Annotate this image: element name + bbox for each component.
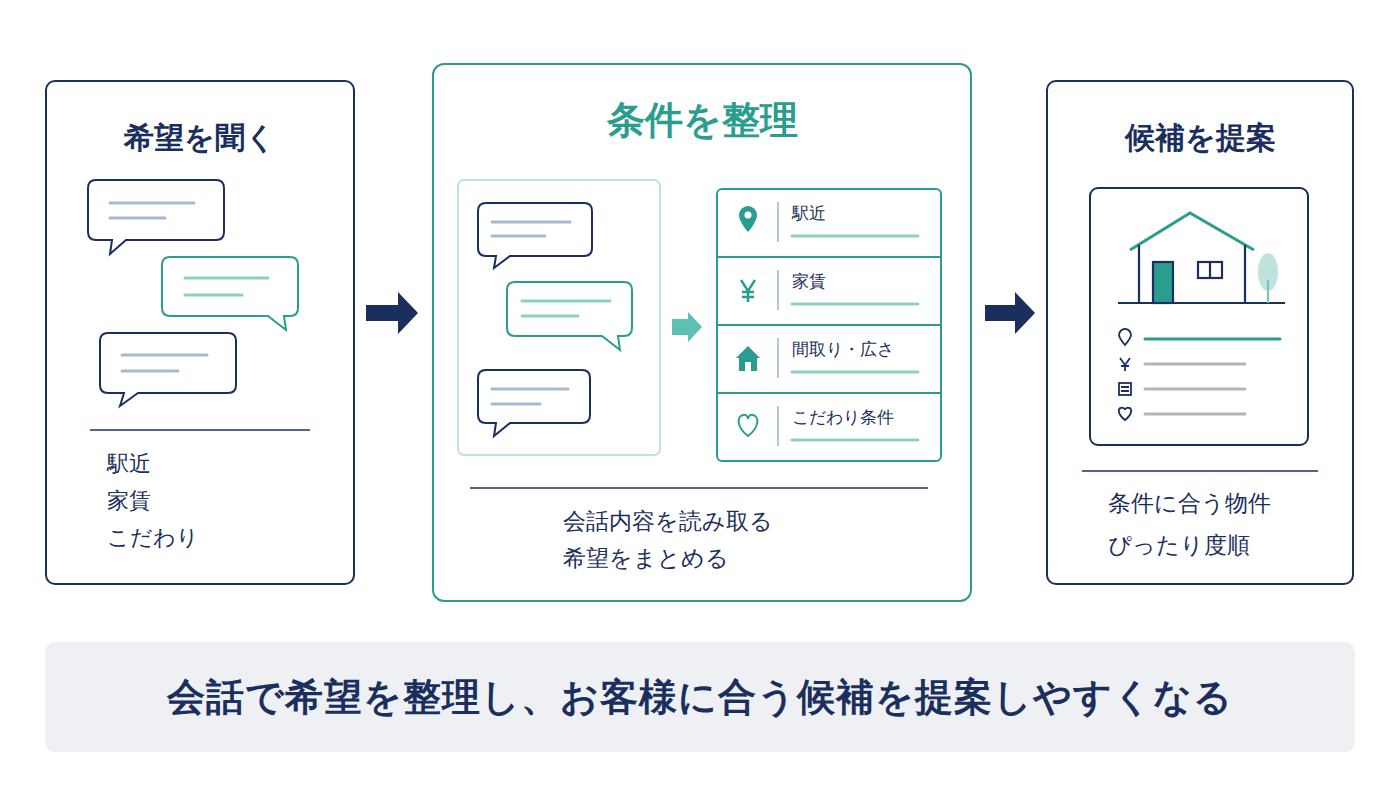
panel-title: 条件を整理 [434,96,970,145]
conversation-frame [458,180,660,455]
small-arrow [672,312,702,342]
chat-bubbles [88,180,298,406]
row-icons [736,206,760,436]
step-panel: 候補を提案条件に合う物件ぴったり度順 [1046,80,1354,585]
separator [1082,470,1318,472]
summary-band: 会話で希望を整理し、お客様に合う候補を提案しやすくなる [45,642,1355,752]
panel-title: 候補を提案 [1048,118,1352,157]
note-text: ぴったり度順 [1108,530,1250,560]
house-illustration [1118,213,1285,303]
condition-row: 間取り・広さ [716,324,942,394]
card-icons [1119,329,1131,420]
condition-row: こだわり条件 [716,392,942,462]
list-item: こだわり [107,523,199,552]
step-panel: 希望を聞く駅近家賃こだわり [45,80,355,585]
condition-row: 家賃 [716,256,942,326]
condition-row: 駅近 [716,188,942,258]
summary-text: 会話で希望を整理し、お客様に合う候補を提案しやすくなる [45,673,1355,722]
separator [90,429,310,431]
list-item: 駅近 [107,449,151,478]
bubble-lines [492,222,610,404]
bubble-lines [110,203,268,371]
flow-arrow [985,292,1035,334]
note-text: 会話内容を読み取る [563,506,773,536]
chat-bubbles [478,203,632,436]
row-label: 家賃 [792,270,826,292]
row-label: 間取り・広さ [792,338,894,360]
card-lines [1145,339,1280,414]
row-label: こだわり条件 [792,406,894,428]
list-item: 家賃 [107,486,151,515]
separator [470,487,928,489]
property-card [1090,188,1308,445]
note-text: 希望をまとめる [563,543,729,573]
step-panel: 条件を整理会話内容を読み取る希望をまとめる 駅近家賃間取り・広さこだわり条件 [432,63,972,602]
flow-arrow [366,292,418,334]
note-text: 条件に合う物件 [1108,488,1271,518]
row-underlines [792,236,918,440]
row-label: 駅近 [792,202,826,224]
row-dividers [777,202,779,446]
panel-title: 希望を聞く [47,118,353,157]
